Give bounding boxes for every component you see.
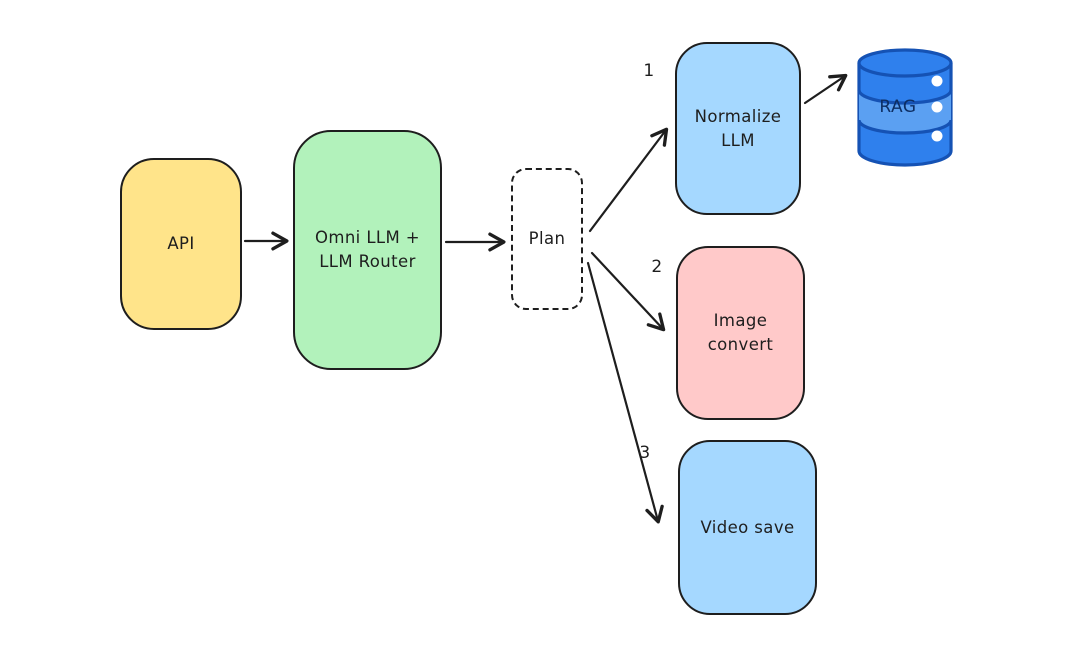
node-omni-llm-router-label: Omni LLM + LLM Router <box>314 228 421 271</box>
db-dot-top <box>931 75 943 87</box>
edge-plan-to-normalize-llm <box>588 127 669 233</box>
node-api: API <box>120 158 242 330</box>
edge-label-branch-2: 2 <box>651 257 663 277</box>
node-normalize-llm: Normalize LLM <box>675 42 801 215</box>
node-normalize-llm-label: Normalize LLM <box>694 106 782 150</box>
edge-normalize-llm-to-rag <box>803 73 848 105</box>
node-rag-label: RAG <box>879 97 916 117</box>
edge-label-branch-1: 1 <box>643 61 655 81</box>
node-plan: Plan <box>511 168 583 310</box>
rag-database-icon: RAG <box>857 48 953 167</box>
node-plan-label: Plan <box>528 229 566 249</box>
node-image-convert-label: Image convert <box>707 311 774 354</box>
node-omni-llm-router: Omni LLM + LLM Router <box>293 130 442 370</box>
db-dot-bottom <box>931 130 943 142</box>
node-video-save-label: Video save <box>700 517 795 537</box>
db-dot-middle <box>931 101 943 113</box>
node-image-convert: Image convert <box>676 246 805 420</box>
edge-label-branch-3: 3 <box>639 443 651 463</box>
node-api-label: API <box>167 234 195 254</box>
node-video-save: Video save <box>678 440 817 615</box>
edge-plan-to-video-save <box>586 261 664 524</box>
